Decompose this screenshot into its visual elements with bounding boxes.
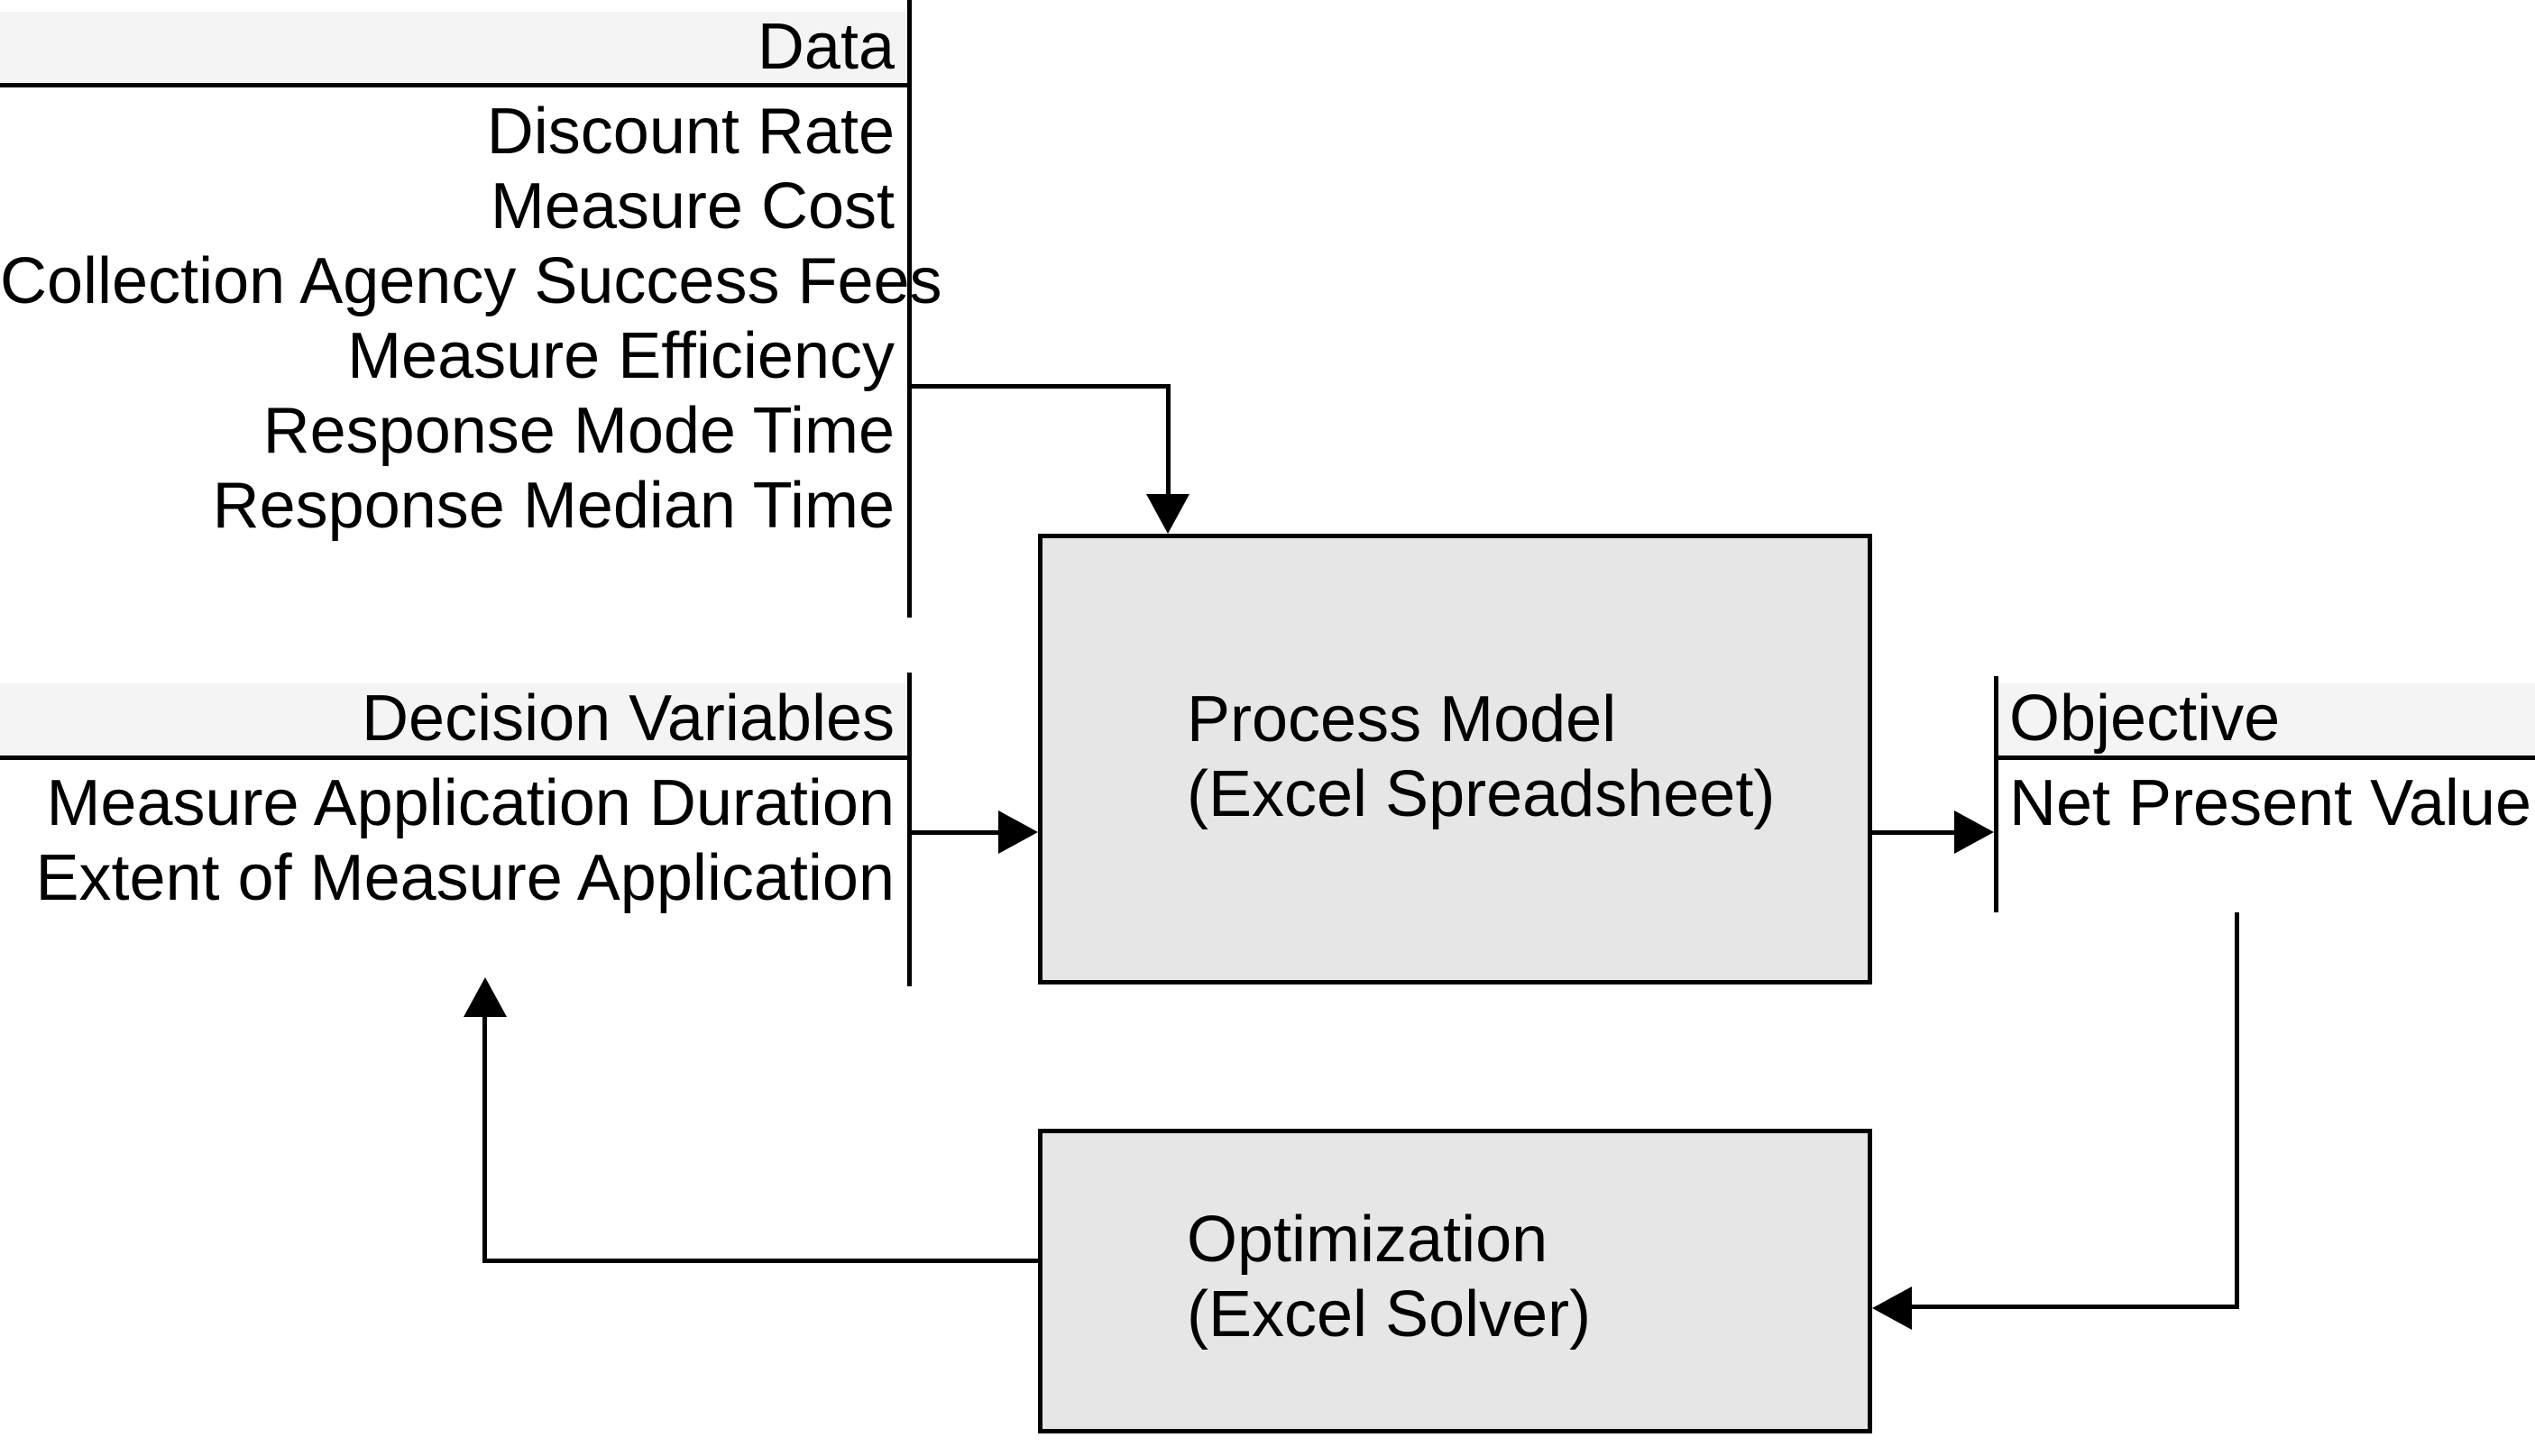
data-item-measure-cost: Measure Cost — [490, 170, 895, 243]
arrow-left-icon-objective-to-optimization — [1872, 1287, 1912, 1330]
objective-header-rule — [1998, 755, 2535, 760]
optimization-title: Optimization — [1187, 1204, 1548, 1276]
connector-objective-to-optimization-horizontal — [1912, 1305, 2239, 1309]
connector-data-to-process-vertical — [1166, 384, 1171, 494]
process-model-subtitle: (Excel Spreadsheet) — [1187, 758, 1776, 830]
connector-objective-to-optimization-vertical — [2235, 912, 2239, 1309]
data-item-response-mode-time: Response Mode Time — [262, 395, 895, 467]
decision-header-band — [0, 683, 911, 759]
decision-block-edge-rule — [907, 673, 912, 986]
objective-header-band — [1998, 683, 2535, 759]
objective-block-edge-rule — [1994, 676, 1998, 912]
data-item-discount-rate: Discount Rate — [486, 96, 895, 168]
connector-decision-to-process-line — [907, 830, 998, 835]
connector-process-to-objective-line — [1872, 830, 1954, 835]
decision-header-label: Decision Variables — [362, 682, 895, 755]
decision-item-extent-of-measure-application: Extent of Measure Application — [35, 842, 895, 914]
optimization-box[interactable]: Optimization (Excel Solver) — [1038, 1129, 1872, 1433]
data-item-measure-efficiency: Measure Efficiency — [347, 320, 895, 392]
decision-item-measure-application-duration: Measure Application Duration — [46, 767, 895, 839]
optimization-subtitle: (Excel Solver) — [1187, 1278, 1592, 1351]
objective-item-net-present-value: Net Present Value — [2009, 767, 2531, 839]
process-model-title: Process Model — [1187, 683, 1617, 755]
arrow-right-icon-process-to-objective — [1954, 810, 1994, 854]
data-block-edge-rule — [907, 0, 912, 618]
objective-header-label: Objective — [2009, 682, 2281, 755]
data-header-rule — [0, 83, 911, 87]
arrow-up-icon-optimization-to-decision — [464, 977, 507, 1017]
decision-header-rule — [0, 755, 911, 760]
arrow-right-icon-decision-to-process — [998, 810, 1038, 854]
data-item-response-median-time: Response Median Time — [212, 470, 895, 542]
data-item-collection-agency-success-fees: Collection Agency Success Fees — [0, 245, 942, 317]
arrow-down-icon-data-to-process — [1146, 494, 1189, 534]
process-model-box[interactable]: Process Model (Excel Spreadsheet) — [1038, 534, 1872, 984]
connector-optimization-to-decision-horizontal — [482, 1259, 1038, 1263]
data-header-band — [0, 12, 911, 87]
connector-data-to-process-horizontal — [907, 384, 1171, 389]
data-header-label: Data — [757, 11, 895, 83]
connector-optimization-to-decision-vertical — [482, 1017, 487, 1263]
